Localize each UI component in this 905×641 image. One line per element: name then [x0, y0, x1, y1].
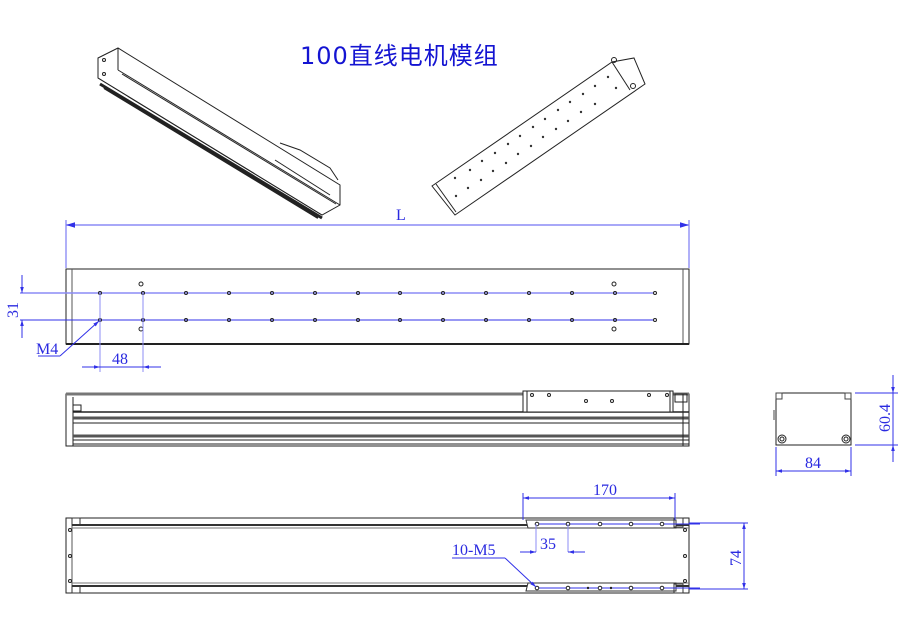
- row-spacing-label: 31: [5, 302, 22, 318]
- carriage-hole-pitch-label: 35: [540, 536, 556, 553]
- carriage-length-label: 170: [593, 482, 617, 499]
- end-width-label: 84: [805, 455, 821, 472]
- end-view: 84 60.4: [773, 375, 898, 476]
- overall-length-dimension: L: [65, 207, 690, 268]
- side-view: [65, 390, 690, 447]
- thread-callout-m5: 10-M5: [452, 542, 496, 559]
- drawing-title: 100直线电机模组: [300, 42, 499, 70]
- end-height-label: 60.4: [877, 404, 894, 432]
- hole-pitch-label: 48: [112, 351, 128, 368]
- thread-callout-m4: M4: [36, 341, 58, 358]
- isometric-view-bottom: [431, 57, 646, 216]
- length-label: L: [396, 207, 406, 224]
- bottom-view: 170 35 10-M5 74: [65, 482, 748, 594]
- isometric-view-front: [97, 47, 341, 220]
- top-view: 48 31 M4: [5, 268, 690, 372]
- rail-span-label: 74: [728, 550, 745, 566]
